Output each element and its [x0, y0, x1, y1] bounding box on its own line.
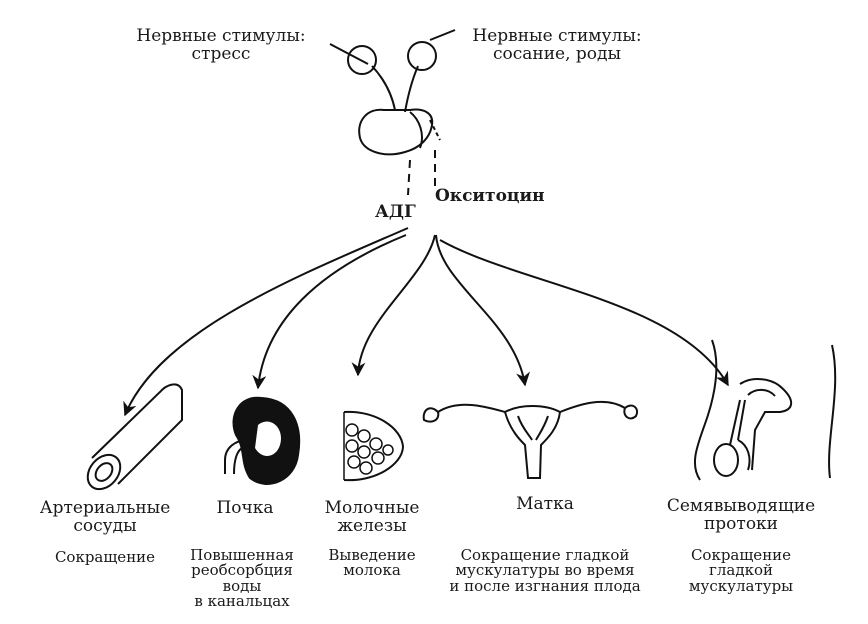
- kidney-effect: Повышенная реобсорбция воды в канальцах: [190, 546, 294, 610]
- artery-icon: [86, 383, 183, 491]
- uterus-effect: Сокращение гладкой мускулатуры во время …: [449, 546, 641, 595]
- ducts-name: Семявыводящие протоки: [666, 496, 816, 534]
- mammary-name: Молочные железы: [324, 498, 420, 536]
- arrow-to-uterus: [435, 234, 530, 387]
- kidney-name: Почка: [216, 498, 274, 518]
- oxytocin-label: Окситоцин: [435, 186, 545, 206]
- arrow-to-ducts: [439, 239, 729, 387]
- left-stimulus-label: Нервные стимулы: стресс: [136, 26, 306, 64]
- uterus-icon: [422, 400, 638, 479]
- arrow-to-mammary: [351, 234, 436, 377]
- kidney-icon: [224, 396, 301, 485]
- mammary-gland-icon: [343, 410, 405, 482]
- arteries-effect: Сокращение: [54, 548, 156, 566]
- adh-label: АДГ: [375, 202, 416, 222]
- arrow-to-arteries: [123, 227, 409, 417]
- arrow-to-kidney: [252, 234, 407, 390]
- hypothalamus-pituitary-icon: [329, 29, 456, 156]
- right-stimulus-label: Нервные стимулы: сосание, роды: [472, 26, 642, 64]
- male-reproductive-icon: [693, 339, 837, 481]
- ducts-effect: Сокращение гладкой мускулатуры: [688, 546, 794, 595]
- secretion-lines: [407, 150, 436, 196]
- mammary-effect: Выведение молока: [328, 546, 416, 580]
- uterus-name: Матка: [516, 494, 574, 514]
- arteries-name: Артериальные сосуды: [39, 498, 171, 536]
